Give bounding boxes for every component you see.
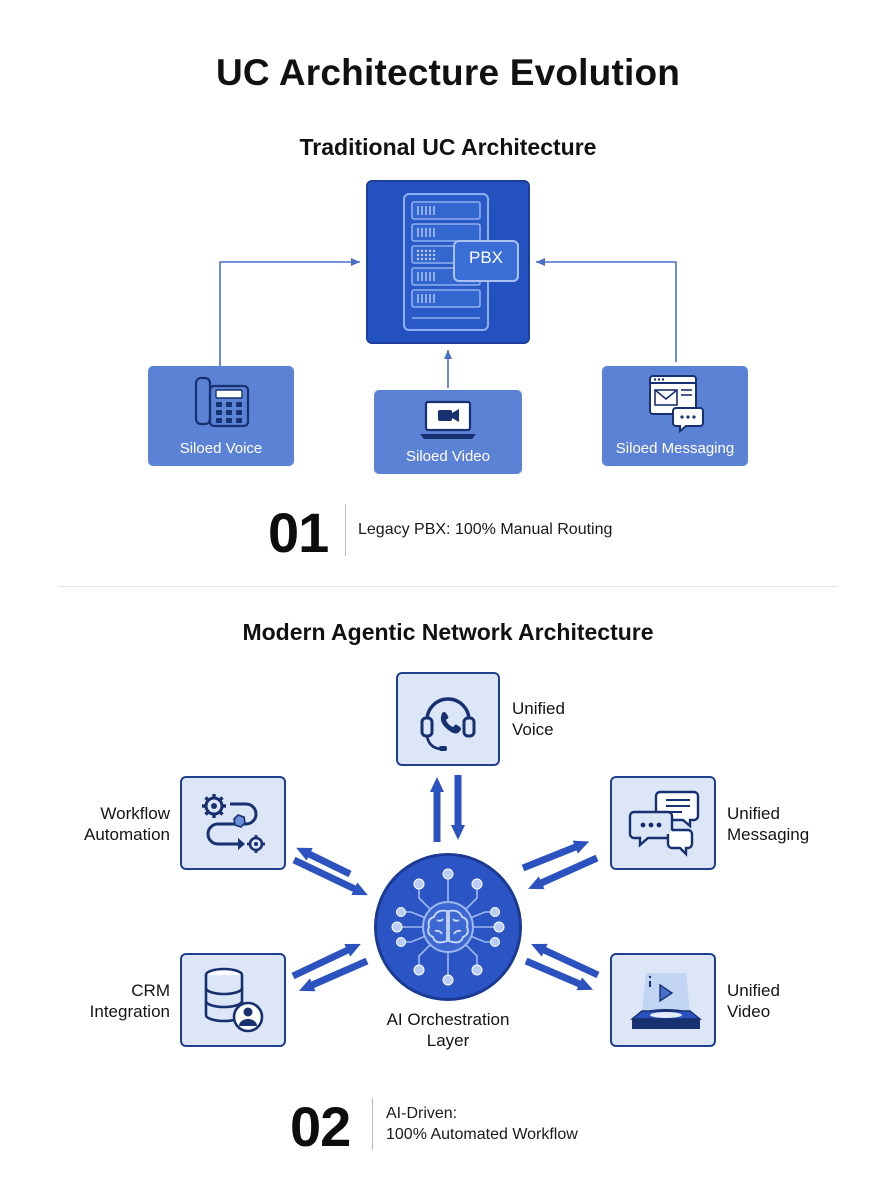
crm-arrow-in [291, 943, 361, 980]
step-two-text-line2: 100% Automated Workflow [386, 1126, 578, 1143]
pbx-server-box: PBX [366, 180, 530, 344]
messaging-arrow-in [528, 854, 599, 890]
crm-arrow-out [299, 957, 369, 992]
page-title: UC Architecture Evolution [215, 52, 681, 93]
step-one-separator [345, 504, 346, 556]
messaging-arrow-out [521, 840, 590, 872]
desk-phone-icon [194, 376, 250, 428]
silo-video-box: Siloed Video [374, 390, 522, 474]
video-projector-icon [630, 973, 702, 1029]
step-two-number: 02 [290, 1095, 351, 1158]
step-one-number: 01 [268, 501, 329, 564]
hub-label: AI Orchestration Layer [348, 1009, 548, 1051]
workflow-label-line2: Automation [84, 825, 170, 844]
laptop-video-icon [420, 400, 476, 439]
database-user-icon [204, 967, 264, 1033]
messaging-connector [536, 258, 677, 362]
workflow-arrow-out [296, 847, 352, 878]
crm-integration-node [180, 953, 286, 1047]
hub-label-line2: Layer [426, 1031, 470, 1050]
workflow-label-line1: Workflow [100, 804, 170, 823]
modern-section-title: Modern Agentic Network Architecture [242, 619, 654, 645]
step-two-separator [372, 1098, 373, 1150]
unified-messaging-node [610, 776, 716, 870]
ai-orchestration-hub [374, 853, 522, 1001]
pbx-badge-label: PBX [468, 248, 504, 267]
unified-messaging-label-line2: Messaging [727, 825, 810, 844]
video-arrow-out [524, 957, 594, 991]
workflow-automation-node [180, 776, 286, 870]
unified-video-node [610, 953, 716, 1047]
crm-label-line2: Integration [89, 1002, 170, 1021]
hub-label-line1: AI Orchestration [386, 1010, 510, 1029]
workflow-arrow-in [292, 856, 368, 896]
message-window-icon [649, 375, 704, 434]
unified-video-label-line2: Video [727, 1002, 771, 1021]
silo-video-label: Siloed Video [406, 448, 490, 465]
chat-bubbles-icon [628, 790, 700, 857]
step-one-text: Legacy PBX: 100% Manual Routing [358, 521, 613, 538]
server-rack-icon [403, 193, 519, 331]
headset-icon [420, 697, 476, 751]
unified-messaging-label-line1: Unified [727, 804, 780, 823]
step-two-text-line1: AI-Driven: [386, 1105, 458, 1122]
unified-video-label-line1: Unified [727, 981, 780, 1000]
silo-messaging-box: Siloed Messaging [602, 366, 748, 466]
video-arrow-in [531, 943, 600, 979]
crm-label-line1: CRM [131, 981, 170, 1000]
unified-voice-node [396, 672, 500, 766]
section-divider [58, 586, 838, 587]
silo-messaging-label: Siloed Messaging [615, 440, 735, 457]
ai-brain-network-icon [391, 868, 505, 986]
traditional-section-title: Traditional UC Architecture [299, 134, 597, 160]
unified-voice-label-line1: Unified [512, 699, 565, 718]
unified-voice-label-line2: Voice [512, 720, 554, 739]
pbx-badge-shape [453, 240, 519, 282]
silo-voice-box: Siloed Voice [148, 366, 294, 466]
gears-flow-icon [202, 794, 265, 853]
voice-connector [219, 258, 360, 366]
silo-voice-label: Siloed Voice [179, 440, 263, 457]
